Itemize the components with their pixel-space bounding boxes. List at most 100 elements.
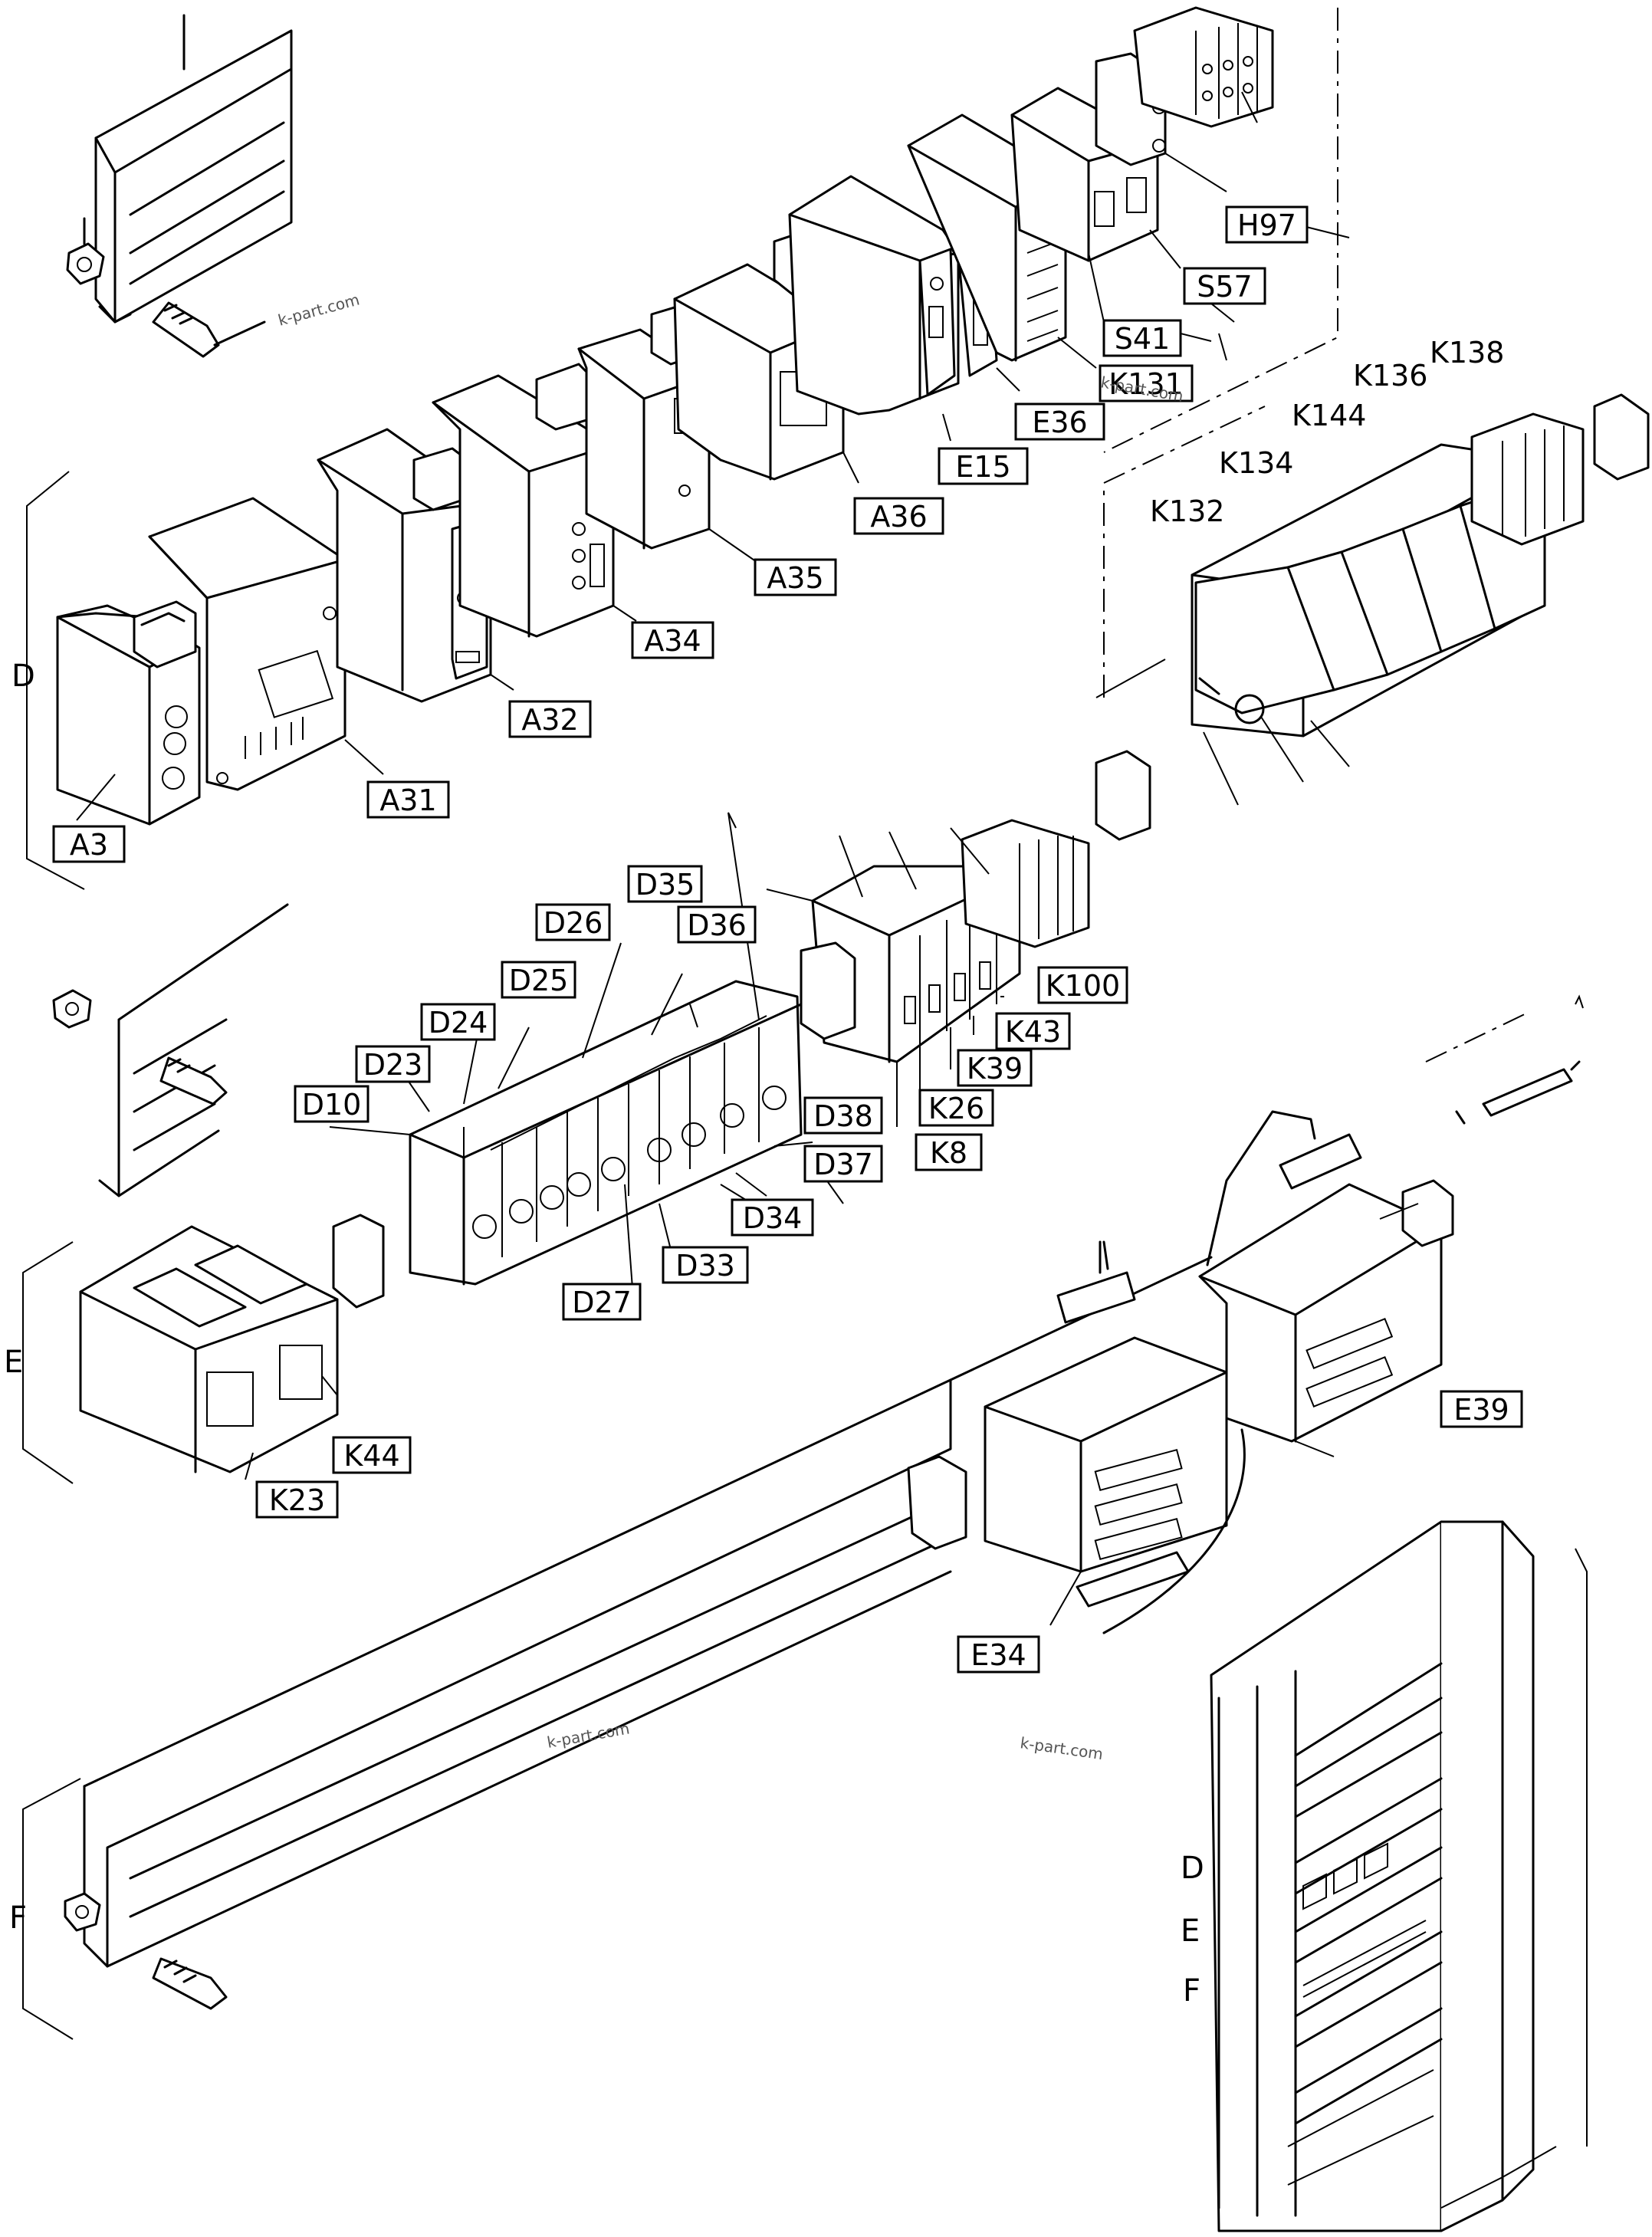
label-text-d33: D33 bbox=[675, 1249, 735, 1283]
section-bracket-D bbox=[26, 471, 85, 890]
label-s41: S41 bbox=[1102, 319, 1182, 357]
label-text-k144: K144 bbox=[1292, 399, 1366, 432]
contactors-K44-K23 bbox=[79, 1214, 385, 1473]
label-text-a3: A3 bbox=[70, 828, 108, 862]
label-k39: K39 bbox=[957, 1049, 1033, 1087]
label-text-a32: A32 bbox=[521, 703, 578, 737]
module-row-D bbox=[409, 980, 803, 1286]
label-a3: A3 bbox=[52, 825, 126, 863]
watermark: k-part.com bbox=[1019, 1733, 1104, 1763]
label-text-k138: K138 bbox=[1430, 336, 1504, 370]
label-text-k131: K131 bbox=[1108, 367, 1183, 401]
interface-E39 bbox=[1102, 1110, 1454, 1634]
interface-E34 bbox=[984, 1240, 1228, 1608]
label-h97: H97 bbox=[1225, 205, 1309, 244]
label-k100: K100 bbox=[1037, 966, 1128, 1004]
label-text-a34: A34 bbox=[644, 624, 701, 658]
label-a32: A32 bbox=[508, 700, 592, 738]
label-e15: E15 bbox=[938, 447, 1029, 485]
section-label-e: E bbox=[4, 1345, 23, 1380]
label-text-k132: K132 bbox=[1150, 494, 1224, 528]
label-text-d37: D37 bbox=[813, 1148, 873, 1181]
label-text-a36: A36 bbox=[870, 500, 927, 534]
label-k136: K136 bbox=[1353, 359, 1427, 393]
label-text-d26: D26 bbox=[544, 906, 603, 940]
section-bracket-F bbox=[22, 1778, 81, 2040]
label-text-k23: K23 bbox=[269, 1483, 325, 1517]
label-text-d35: D35 bbox=[636, 868, 695, 902]
label-s57: S57 bbox=[1183, 267, 1266, 305]
label-d23: D23 bbox=[355, 1045, 431, 1083]
section-bracket-E bbox=[22, 1241, 74, 1484]
dashed-frame-right bbox=[1425, 994, 1584, 1125]
label-k132: K132 bbox=[1150, 494, 1224, 528]
label-d34: D34 bbox=[731, 1198, 814, 1237]
label-d35: D35 bbox=[627, 865, 703, 903]
din-rail-long bbox=[64, 1256, 1213, 2010]
label-text-h97: H97 bbox=[1237, 209, 1296, 242]
din-rail-top bbox=[94, 14, 293, 324]
label-e34: E34 bbox=[957, 1635, 1040, 1674]
label-d10: D10 bbox=[294, 1085, 369, 1123]
label-d33: D33 bbox=[662, 1246, 749, 1284]
label-d36: D36 bbox=[677, 905, 757, 944]
label-text-s57: S57 bbox=[1197, 270, 1252, 304]
label-text-k8: K8 bbox=[930, 1136, 967, 1170]
label-d25: D25 bbox=[501, 961, 576, 999]
label-k26: K26 bbox=[918, 1089, 994, 1127]
label-text-k26: K26 bbox=[928, 1092, 984, 1125]
label-d27: D27 bbox=[562, 1283, 642, 1321]
label-a36: A36 bbox=[853, 497, 944, 535]
label-text-e39: E39 bbox=[1453, 1393, 1509, 1427]
label-text-d23: D23 bbox=[363, 1048, 423, 1082]
label-k43: K43 bbox=[995, 1012, 1071, 1050]
label-text-k136: K136 bbox=[1353, 359, 1427, 393]
label-text-d10: D10 bbox=[302, 1088, 362, 1122]
din-rail-mid bbox=[52, 903, 289, 1197]
label-text-d25: D25 bbox=[509, 964, 569, 997]
watermark: k-part.com bbox=[276, 290, 361, 329]
leader-lines bbox=[76, 91, 1419, 1626]
terminal-block-H97 bbox=[1133, 6, 1274, 128]
label-a31: A31 bbox=[366, 780, 450, 819]
label-text-a35: A35 bbox=[767, 561, 823, 595]
label-d37: D37 bbox=[803, 1145, 883, 1183]
cabinet-overview bbox=[1210, 1520, 1588, 2232]
label-a34: A34 bbox=[631, 621, 714, 659]
label-text-d38: D38 bbox=[813, 1099, 873, 1133]
label-text-d34: D34 bbox=[743, 1201, 803, 1235]
module-row-K bbox=[800, 819, 1090, 1063]
cabinet-row-f: F bbox=[1183, 1973, 1200, 2009]
label-k134: K134 bbox=[1219, 446, 1293, 480]
cabinet-row-e: E bbox=[1181, 1913, 1200, 1949]
label-d26: D26 bbox=[535, 903, 611, 941]
section-label-f: F bbox=[9, 1900, 27, 1936]
relay-bank-K bbox=[1095, 393, 1650, 806]
label-e39: E39 bbox=[1440, 1390, 1523, 1428]
label-text-a31: A31 bbox=[379, 783, 436, 817]
cabinet-row-d: D bbox=[1181, 1851, 1204, 1886]
label-e36: E36 bbox=[1014, 402, 1105, 441]
label-text-d24: D24 bbox=[429, 1006, 488, 1040]
module-A31 bbox=[148, 497, 346, 791]
label-text-k43: K43 bbox=[1005, 1015, 1061, 1049]
label-text-k134: K134 bbox=[1219, 446, 1293, 480]
label-text-s41: S41 bbox=[1115, 322, 1170, 356]
label-d38: D38 bbox=[803, 1096, 883, 1135]
module-A3 bbox=[56, 600, 201, 826]
label-text-k100: K100 bbox=[1046, 969, 1120, 1003]
label-k8: K8 bbox=[915, 1133, 983, 1171]
label-text-e15: E15 bbox=[955, 450, 1010, 484]
module-A32 bbox=[317, 428, 492, 703]
watermark: k-part.com bbox=[546, 1719, 631, 1752]
label-d24: D24 bbox=[420, 1003, 496, 1041]
terminal-mid bbox=[1095, 750, 1151, 841]
label-a35: A35 bbox=[754, 558, 837, 596]
screw-top bbox=[66, 217, 266, 358]
module-A34 bbox=[432, 363, 615, 638]
label-text-k44: K44 bbox=[343, 1439, 399, 1473]
label-text-d36: D36 bbox=[687, 908, 747, 942]
label-k131: K131 bbox=[1099, 364, 1194, 402]
